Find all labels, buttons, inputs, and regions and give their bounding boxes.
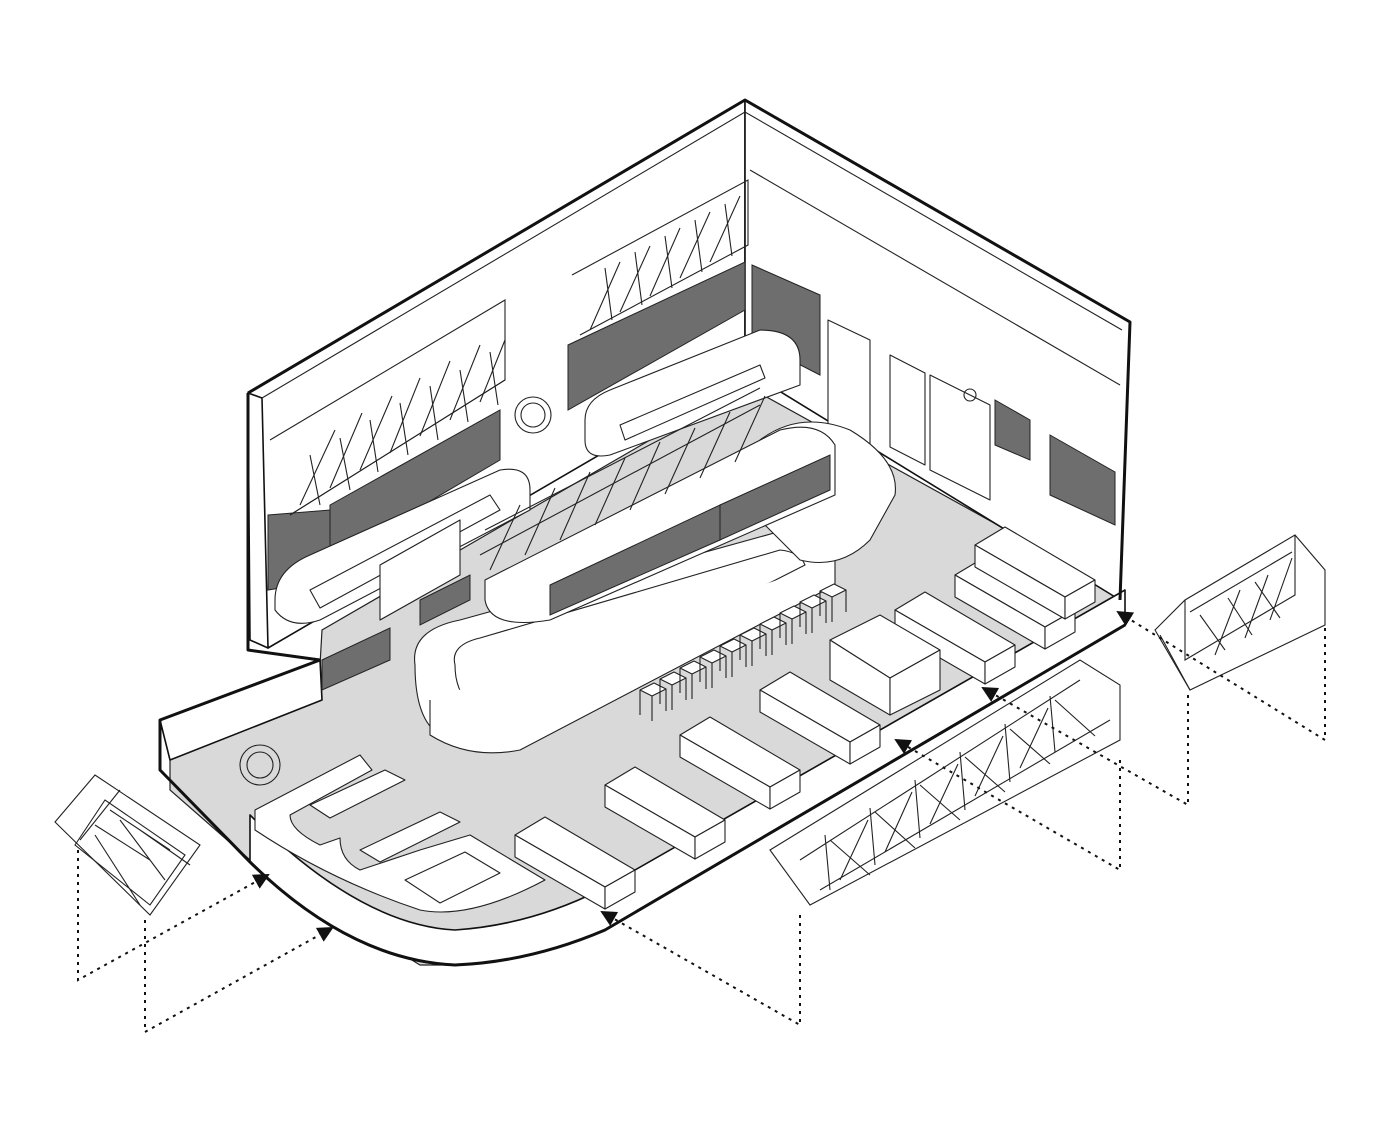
brick-panel-5 — [994, 399, 1031, 461]
dining-booth — [604, 766, 726, 860]
bench-table-2 — [359, 811, 461, 863]
building-outline — [158, 98, 1132, 967]
service-cube — [829, 614, 941, 716]
frame-module-right — [1154, 534, 1326, 691]
dining-booth — [679, 716, 801, 810]
soffit-line — [749, 169, 1121, 386]
bench-table-3 — [404, 851, 501, 904]
bar-stools — [639, 583, 847, 721]
ceiling-edge — [261, 111, 1123, 399]
front-left-bench — [239, 744, 546, 913]
wall-frames — [269, 179, 991, 516]
bar-stool — [819, 583, 847, 622]
dining-booth — [514, 816, 636, 910]
wall-lamp — [963, 388, 977, 402]
door-3 — [929, 374, 991, 501]
dining-booth — [894, 591, 1016, 685]
arrow-3 — [600, 911, 801, 1027]
brick-panel-7 — [321, 627, 391, 691]
bench-table-1 — [309, 769, 406, 819]
dining-booth — [974, 526, 1096, 620]
assembly-arrows — [77, 610, 1326, 1034]
arrow-6 — [1116, 610, 1326, 742]
wall-frame-back — [571, 179, 749, 336]
floor-emblem — [239, 744, 281, 786]
booths-left — [274, 329, 801, 624]
brick-panel-6 — [1049, 434, 1116, 526]
brick-panel-3 — [567, 261, 746, 411]
arrow-4 — [894, 738, 1121, 872]
dining-booth — [759, 671, 881, 765]
central-bar — [414, 387, 896, 754]
brick-panel-2 — [329, 409, 501, 561]
door-2 — [889, 354, 926, 466]
frame-module-left — [54, 774, 201, 916]
arrow-2 — [144, 920, 334, 1034]
dining-booths — [514, 526, 1096, 910]
bar-canopy-frame — [489, 395, 766, 571]
arrow-1 — [77, 850, 270, 982]
dining-booth — [954, 556, 1076, 650]
porthole-window — [514, 396, 552, 434]
booth-table-1 — [379, 519, 461, 621]
frame-module-center — [769, 659, 1121, 906]
brick-panel-8 — [419, 574, 471, 626]
overhead-shelf — [484, 426, 836, 623]
